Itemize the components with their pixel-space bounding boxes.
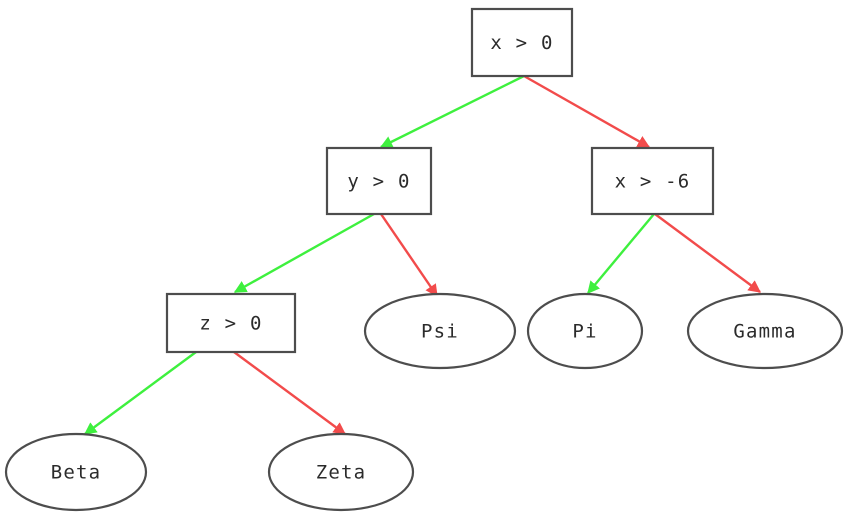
node-label-y0: y > 0 [347, 171, 410, 193]
node-shape-ellipse-psi [363, 292, 517, 370]
edge-xm6-to-gamma-false [654, 213, 762, 293]
node-beta[interactable]: Beta [4, 432, 148, 512]
edge-root-to-y0-true [379, 74, 525, 149]
node-shape-box-xm6 [590, 146, 715, 216]
edge-z0-to-zeta-false [233, 351, 347, 435]
node-shape-ellipse-gamma [686, 292, 844, 370]
node-label-root: x > 0 [490, 32, 553, 54]
edges-layer [83, 74, 762, 435]
edge-z0-to-beta-true [83, 351, 197, 435]
edge-y0-to-psi-false [380, 213, 438, 298]
node-shape-ellipse-pi [526, 292, 644, 370]
node-z0[interactable]: z > 0 [165, 292, 297, 354]
node-root[interactable]: x > 0 [470, 7, 574, 78]
node-label-zeta: Zeta [316, 462, 367, 484]
node-shape-ellipse-beta [4, 432, 148, 512]
node-pi[interactable]: Pi [526, 292, 644, 370]
node-psi[interactable]: Psi [363, 292, 517, 370]
edge-xm6-to-pi-true [587, 213, 655, 294]
node-gamma[interactable]: Gamma [686, 292, 844, 370]
node-shape-box-z0 [165, 292, 297, 354]
node-label-psi: Psi [421, 321, 459, 343]
node-xm6[interactable]: x > -6 [590, 146, 715, 216]
edge-y0-to-z0-true [233, 212, 375, 294]
node-label-pi: Pi [572, 321, 597, 343]
node-y0[interactable]: y > 0 [325, 146, 433, 216]
edge-root-to-xm6-false [523, 74, 651, 149]
node-label-beta: Beta [51, 462, 102, 484]
node-label-xm6: x > -6 [615, 171, 691, 193]
node-label-z0: z > 0 [199, 313, 262, 335]
node-label-gamma: Gamma [733, 321, 796, 343]
node-shape-box-root [470, 7, 574, 78]
node-zeta[interactable]: Zeta [267, 432, 415, 512]
node-shape-ellipse-zeta [267, 432, 415, 512]
node-shape-box-y0 [325, 146, 433, 216]
